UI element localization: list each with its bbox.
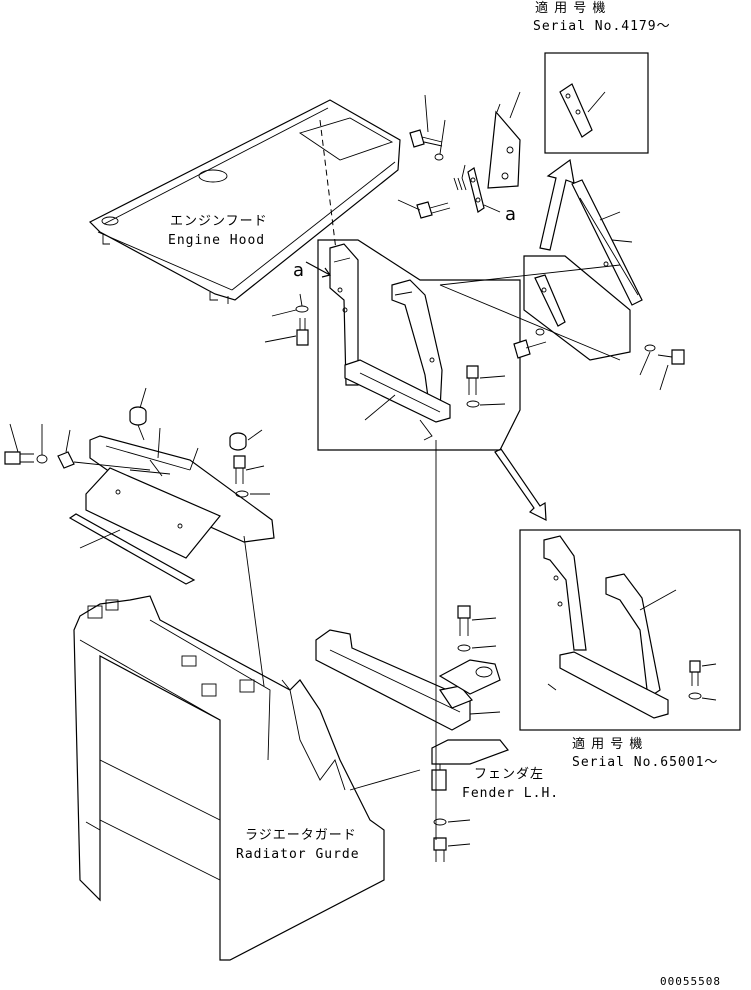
arrow-up-to-inset [539,158,575,251]
rubber-cap-1 [129,387,147,441]
hinge-strap [467,167,485,213]
arrow-down-to-inset [494,448,547,522]
inset-serial-65001 [519,529,741,731]
mount-block [438,659,501,695]
radiator-en-label: Radiator Gurde [236,847,360,862]
marker-a-upper: a [505,204,516,225]
leader-side-plate-2 [439,264,621,286]
side-plate-inset-box [523,255,631,361]
engine-hood-en-label: Engine Hood [168,233,265,248]
fender-jp-label: フェンダ左 [474,767,544,782]
lower-beam [315,629,474,731]
serial-top-en-label: Serial No.4179～ [533,19,671,34]
seal-strip [68,513,196,585]
bolt-upper-1 [409,94,443,148]
washer-left-1 [295,293,309,313]
marker-a-lower: a [293,260,304,281]
leader-cover-1 [157,427,161,459]
arrow-a-pointer [305,261,332,278]
bolt-right-2 [639,344,685,391]
bolt-left-1 [264,309,309,346]
bolt-center [466,365,506,395]
leader-cover-2 [189,447,199,471]
bolt-lower-1 [457,605,497,652]
washer-center [466,400,506,408]
radiator-guard-frame [73,595,421,961]
radiator-jp-label: ラジエータガード [245,828,357,843]
fender-bracket [431,739,509,791]
leader-side-plate-1 [439,284,621,361]
drawing-part-number: 00055508 [660,975,721,988]
long-rail-bracket [571,179,643,306]
serial-bottom-jp-label: 適 用 号 機 [572,736,643,752]
inset-serial-4179 [544,52,649,154]
cover-plate [85,467,221,559]
engine-hood-panel [88,99,401,304]
bolt-cover-left [4,423,151,471]
washer-upper-1 [434,119,446,161]
bracket-plate-upper [487,91,521,189]
engine-hood-jp-label: エンジンフード [170,214,268,229]
serial-top-jp-label: 適 用 号 機 [535,0,606,16]
support-bracket-group [317,239,521,451]
rubber-cap-2 [229,429,263,451]
leader-beam [469,711,501,715]
bolt-cover [233,455,270,498]
fender-en-label: Fender L.H. [462,786,559,801]
serial-bottom-en-label: Serial No.65001～ [572,755,718,770]
spring-washer-upper [453,164,467,191]
arrow-a-leader [483,204,501,213]
bolt-upper-2 [397,199,451,219]
bolt-fender [433,818,471,862]
bolt-right-1 [513,328,547,359]
cover-to-frame-line [243,535,265,687]
hood-alignment-line [319,119,337,251]
